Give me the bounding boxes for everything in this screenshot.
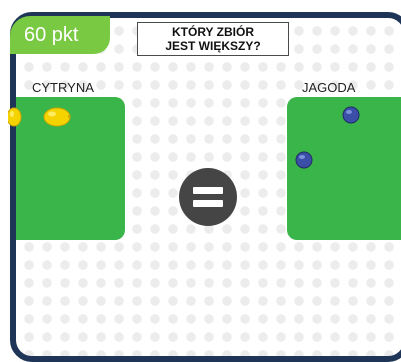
question-line-2: JEST WIĘKSZY? [165, 39, 261, 53]
left-set-label: CYTRYNA [32, 80, 94, 95]
right-set-label: JAGODA [302, 80, 356, 95]
lemon-icon [8, 107, 22, 127]
question-box: KTÓRY ZBIÓR JEST WIĘKSZY? [137, 22, 289, 56]
score-badge: 60 pkt [10, 16, 110, 54]
game-frame: 60 pkt KTÓRY ZBIÓR JEST WIĘKSZY? CYTRYNA… [8, 12, 401, 362]
right-set-panel[interactable] [287, 97, 401, 240]
blueberry-icon [295, 151, 313, 169]
lemon-icon [43, 107, 71, 127]
left-set-panel[interactable] [16, 97, 125, 240]
question-line-1: KTÓRY ZBIÓR [171, 25, 254, 39]
blueberry-icon [342, 106, 360, 124]
equal-sign-icon[interactable] [179, 168, 237, 226]
score-label: 60 pkt [24, 24, 79, 46]
